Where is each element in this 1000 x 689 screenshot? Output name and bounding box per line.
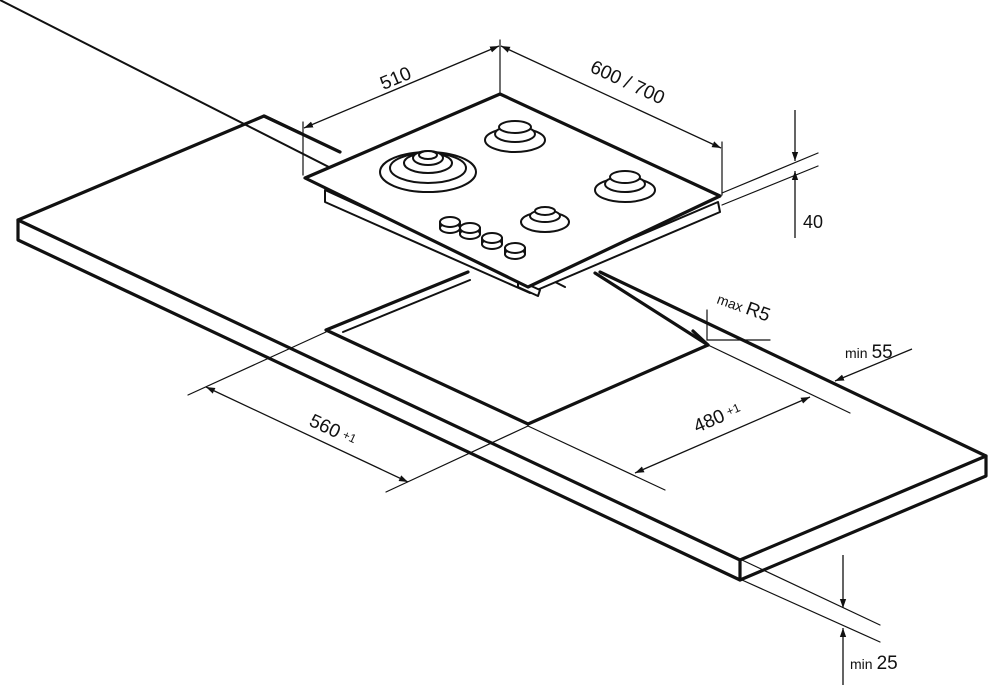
knob-icon <box>504 242 526 260</box>
hob-height-label: 40 <box>803 212 823 232</box>
hob-width-label: 600 / 700 <box>587 57 668 109</box>
knob-icon <box>481 232 503 250</box>
knob-icon <box>439 216 461 234</box>
cutout-width-label: 560+1 <box>306 411 360 451</box>
burner-small-icon <box>520 206 570 233</box>
gas-hob <box>303 92 722 297</box>
cutout-depth-label: 480+1 <box>691 399 745 438</box>
knob-icon <box>459 222 481 240</box>
burner-right-icon <box>594 170 656 203</box>
corner-radius-label: maxR5 <box>714 288 773 326</box>
dimension-lines <box>187 39 913 685</box>
burner-large-icon <box>379 150 477 193</box>
control-knobs <box>439 216 526 260</box>
cutout-opening <box>0 0 710 426</box>
hob-depth-label: 510 <box>377 63 414 95</box>
